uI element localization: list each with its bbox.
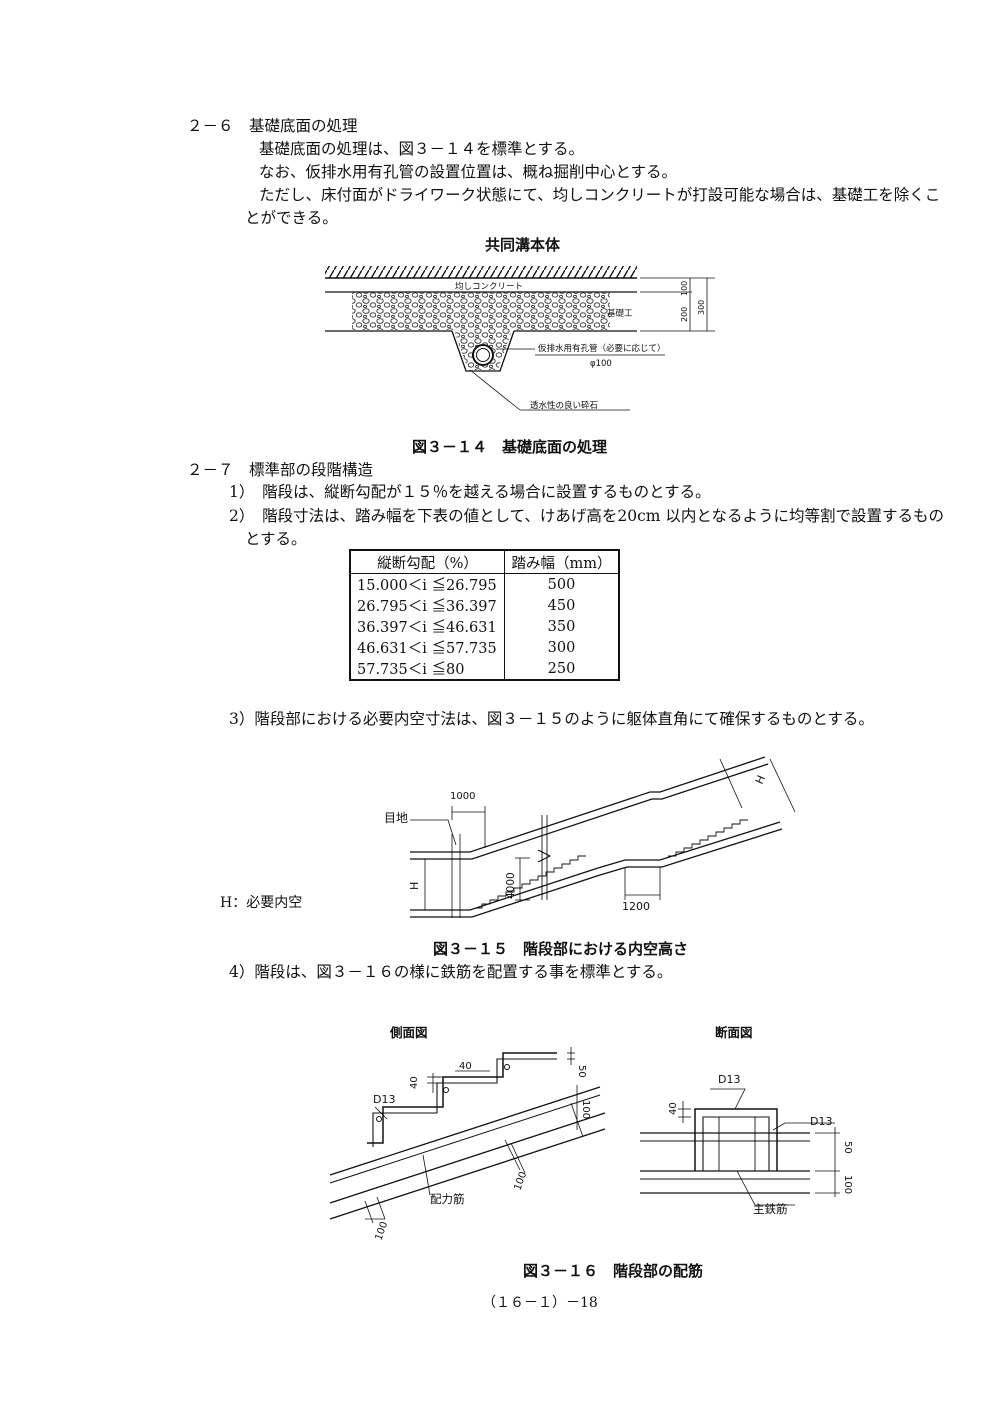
side-view: D13 40 40 50 100 100 100 配力筋 <box>329 1047 606 1242</box>
table-cell: 500 <box>504 573 620 595</box>
step-width-table: 縦断勾配（%） 踏み幅（mm） 15.000＜i ≦26.795 500 26.… <box>349 549 620 681</box>
heading-2-7: ２－７ 標準部の段階構造 <box>187 461 374 479</box>
table-header: 踏み幅（mm） <box>504 550 620 574</box>
list-item: 3）階段部における必要内空寸法は、図３－１５のように躯体直角にて確保するものとす… <box>229 710 874 728</box>
paragraph-line: なお、仮排水用有孔管の設置位置は、概ね掘削中心とする。 <box>259 163 678 181</box>
dim-50-section: 50 <box>842 1141 853 1154</box>
label-phi: φ100 <box>590 359 612 369</box>
dim-200: 200 <box>680 307 689 322</box>
perforated-pipe <box>472 344 494 366</box>
dim-40-top: 40 <box>459 1061 472 1072</box>
gravel-fill <box>352 292 610 370</box>
fig14-caption: 図３－１４ 基礎底面の処理 <box>412 438 608 456</box>
fig15-caption: 図３－１５ 階段部における内空高さ <box>433 940 689 958</box>
list-item: 2） 階段寸法は、踏み幅を下表の値として、けあげ高を20cm 以内となるように均… <box>229 507 944 525</box>
label-h-right: H <box>753 773 768 786</box>
table-row: 15.000＜i ≦26.795 500 <box>349 573 620 595</box>
label-h-left: H <box>408 882 421 890</box>
dim-40-section: 40 <box>668 1102 679 1115</box>
dim-1000: 1000 <box>450 791 475 802</box>
fig16-rebar-diagram: 側面図 断面図 D13 40 <box>329 1025 853 1242</box>
label-joint: 目地 <box>384 811 408 825</box>
paragraph-line: とができる。 <box>245 209 338 227</box>
fig16-caption: 図３－１６ 階段部の配筋 <box>523 1262 704 1280</box>
paragraph-line: ただし、床付面がドライワーク状態にて、均しコンクリートが打設可能な場合は、基礎工… <box>259 186 941 204</box>
table-row: 26.795＜i ≦36.397 450 <box>349 595 620 616</box>
dim-100-section: 100 <box>842 1175 853 1194</box>
label-leveling-concrete: 均しコンクリート <box>455 281 523 292</box>
table-cell: 300 <box>504 637 620 658</box>
table-row: 57.735＜i ≦80 250 <box>349 658 620 680</box>
label-d13-section-top: D13 <box>718 1073 740 1086</box>
label-d13-section-right: D13 <box>810 1115 832 1128</box>
label-gravel: 透水性の良い砕石 <box>530 400 598 411</box>
table-header-row: 縦断勾配（%） 踏み幅（mm） <box>349 550 620 574</box>
table-cell: 450 <box>504 595 620 616</box>
table-cell: 36.397＜i ≦46.631 <box>349 616 506 637</box>
fig15-stair-clearance-diagram: 目地 1000 H 4000 1200 H <box>384 756 796 918</box>
dim-100: 100 <box>680 281 689 296</box>
label-pipe: 仮排水用有孔管（必要に応じて） <box>538 343 666 354</box>
section-view: D13 40 D13 50 100 主鉄筋 <box>640 1073 853 1216</box>
fig14-foundation-diagram: 均しコンクリート 基礎工 仮排水用有孔管（必要に応じて） φ100 透水性の良い… <box>325 266 715 411</box>
table-cell: 57.735＜i ≦80 <box>349 658 506 680</box>
side-view-title: 側面図 <box>389 1025 428 1040</box>
label-distribution-bar: 配力筋 <box>430 1192 465 1206</box>
paragraph-line: 基礎底面の処理は、図３－１４を標準とする。 <box>259 140 585 158</box>
dim-100-side: 100 <box>580 1100 591 1119</box>
list-item: 4）階段は、図３－１６の様に鉄筋を配置する事を標準とする。 <box>229 963 673 981</box>
list-item: 1） 階段は、縦断勾配が１５％を越える場合に設置するものとする。 <box>229 483 711 501</box>
label-main-rebar: 主鉄筋 <box>753 1202 788 1216</box>
section-view-title: 断面図 <box>715 1025 753 1040</box>
dim-100-b: 100 <box>512 1170 529 1192</box>
dim-40-side: 40 <box>409 1076 420 1089</box>
list-item: とする。 <box>245 530 307 548</box>
heading-2-6: ２－６ 基礎底面の処理 <box>187 117 358 135</box>
dim-1200: 1200 <box>622 900 650 913</box>
table-cell: 46.631＜i ≦57.735 <box>349 637 506 658</box>
label-d13-side: D13 <box>373 1093 395 1106</box>
structure-hatch <box>325 266 637 278</box>
dim-100-c: 100 <box>373 1220 390 1242</box>
table-cell: 250 <box>504 658 620 680</box>
table-cell: 26.795＜i ≦36.397 <box>349 595 506 616</box>
table-cell: 350 <box>504 616 620 637</box>
label-foundation: 基礎工 <box>607 308 633 319</box>
table-cell: 15.000＜i ≦26.795 <box>349 573 506 595</box>
fig15-note: H：必要内空 <box>220 895 303 911</box>
dim-50-side: 50 <box>576 1065 587 1078</box>
fig14-title: 共同溝本体 <box>485 236 561 254</box>
dim-4000: 4000 <box>505 872 517 899</box>
table-header: 縦断勾配（%） <box>349 550 506 574</box>
page-number: （１６－１）－18 <box>482 1295 598 1311</box>
table-row: 36.397＜i ≦46.631 350 <box>349 616 620 637</box>
table-row: 46.631＜i ≦57.735 300 <box>349 637 620 658</box>
dim-300: 300 <box>697 300 706 315</box>
